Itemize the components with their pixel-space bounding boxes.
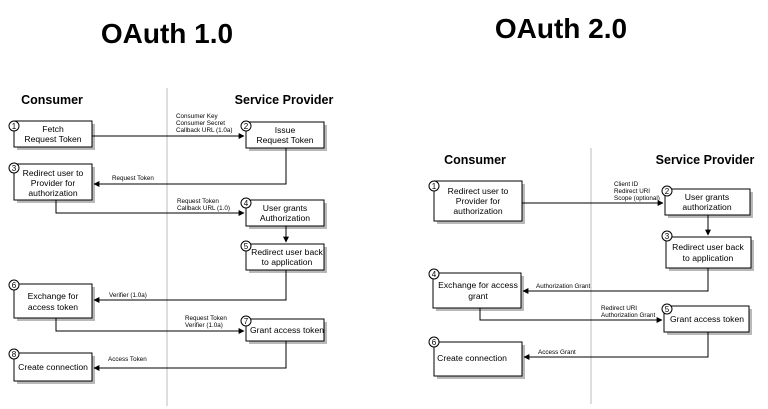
oauth1-label-4: Verifier (1.0a) — [109, 292, 147, 299]
oauth1-arrow-6-7 — [55, 318, 245, 334]
oauth1-consumer-heading: Consumer — [21, 93, 83, 107]
oauth2-step-5-line-1: Grant access token — [670, 314, 744, 324]
oauth2-step-5: Grant access token 5 — [661, 303, 752, 335]
oauth1-arrow-2-3 — [93, 148, 287, 187]
oauth2-step-1-line-1: Redirect user to — [448, 186, 509, 196]
oauth2-step-2-number: 2 — [665, 187, 670, 196]
oauth1-label-6: Access Token — [108, 356, 147, 363]
oauth1-panel: OAuth 1.0 Consumer Service Provider Fetc… — [8, 18, 334, 406]
oauth1-step-3-number: 3 — [12, 164, 17, 173]
oauth1-title: OAuth 1.0 — [101, 18, 233, 49]
oauth2-step-6-number: 6 — [432, 338, 437, 347]
oauth1-step-7-number: 7 — [244, 317, 249, 326]
oauth1-step-6-number: 6 — [12, 281, 17, 290]
oauth2-step-3-line-1: Redirect user back — [672, 242, 744, 252]
oauth1-step-5-line-1: Redirect user back — [251, 247, 323, 257]
oauth1-step-7: Grant access token 7 — [240, 315, 327, 344]
oauth1-provider-heading: Service Provider — [235, 93, 334, 107]
oauth1-label-2: Request Token — [112, 175, 154, 182]
oauth1-step-6-line-1: Exchange for — [28, 291, 79, 301]
oauth2-label-4: Access Grant — [538, 349, 576, 356]
oauth1-arrow-3-4 — [55, 200, 245, 216]
oauth2-title: OAuth 2.0 — [495, 13, 627, 44]
oauth1-step-5-line-2: to application — [262, 257, 313, 267]
oauth1-step-3-line-3: authorization — [28, 188, 77, 198]
oauth1-arrow-5-6 — [93, 270, 287, 303]
oauth1-step-8-number: 8 — [12, 350, 17, 359]
oauth2-step-2-line-2: authorization — [682, 202, 731, 212]
oauth1-step-3-line-1: Redirect user to — [23, 168, 84, 178]
oauth2-step-1-line-3: authorization — [453, 206, 502, 216]
oauth1-step-4-line-2: Authorization — [260, 213, 310, 223]
oauth1-step-7-line-1: Grant access token — [250, 325, 324, 335]
oauth1-arrow-7-8 — [93, 341, 287, 371]
oauth1-step-6-line-2: access token — [28, 302, 78, 312]
oauth1-step-4-number: 4 — [244, 199, 249, 208]
oauth2-step-1-number: 1 — [432, 182, 437, 191]
oauth1-step-5-number: 5 — [244, 242, 249, 251]
oauth2-arrow-4-5 — [479, 308, 663, 323]
oauth1-step-3-line-2: Provider for — [31, 178, 76, 188]
oauth2-consumer-heading: Consumer — [444, 153, 506, 167]
oauth2-step-6-line-1: Create connection — [437, 353, 507, 363]
oauth2-label-2: Authorization Grant — [536, 283, 591, 290]
oauth2-step-4-line-2: grant — [468, 291, 488, 301]
oauth1-step-1-line-1: Fetch — [42, 124, 64, 134]
oauth2-step-1-line-2: Provider for — [456, 196, 501, 206]
oauth2-step-4-line-1: Exchange for access — [438, 280, 518, 290]
oauth1-step-2-line-1: Issue — [275, 125, 296, 135]
oauth2-step-5-number: 5 — [665, 305, 670, 314]
oauth2-step-3-line-2: to application — [683, 253, 734, 263]
oauth1-step-2-line-2: Request Token — [256, 135, 313, 145]
oauth1-step-1-line-2: Request Token — [24, 134, 81, 144]
oauth2-provider-heading: Service Provider — [656, 153, 755, 167]
oauth2-panel: OAuth 2.0 Consumer Service Provider Redi… — [428, 13, 755, 404]
oauth2-step-6: Create connection 6 — [428, 336, 525, 379]
oauth2-arrow-5-6 — [523, 332, 709, 360]
oauth2-step-4-number: 4 — [432, 270, 437, 279]
oauth1-step-8-line-1: Create connection — [18, 362, 88, 372]
oauth2-arrow-3-4 — [522, 268, 709, 294]
oauth1-step-1-number: 1 — [12, 122, 17, 131]
oauth1-step-2-number: 2 — [244, 122, 249, 131]
oauth1-step-4-line-1: User grants — [263, 203, 307, 213]
oauth2-step-2-line-1: User grants — [685, 192, 729, 202]
oauth2-step-3-number: 3 — [665, 232, 670, 241]
oauth1-step-8: Create connection 8 — [8, 348, 95, 384]
